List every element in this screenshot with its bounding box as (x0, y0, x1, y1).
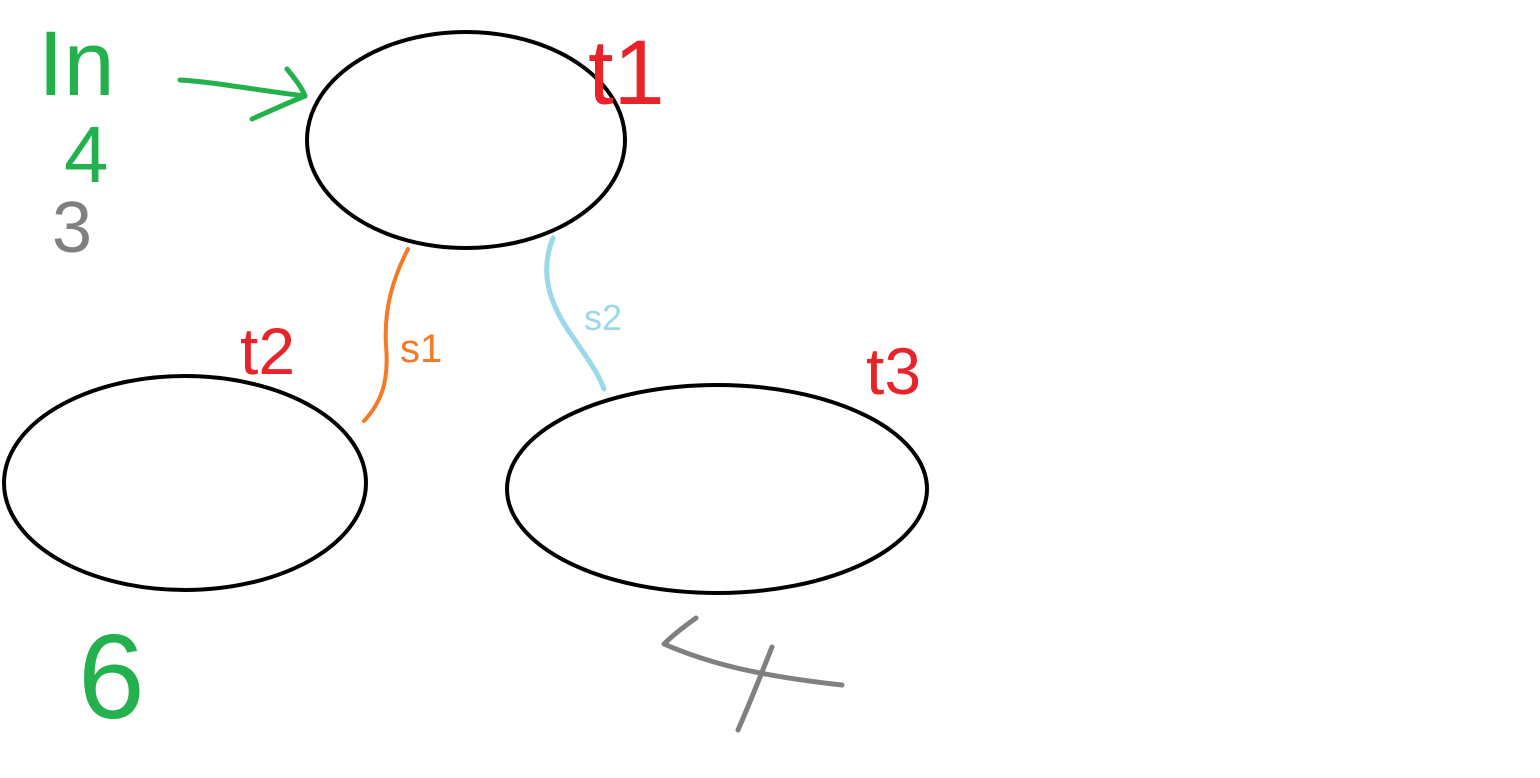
edge-s2-label: s2 (584, 297, 622, 338)
edge-s2 (544, 235, 607, 392)
node-t3-label: t3 (866, 334, 921, 408)
t3-value-4 (661, 615, 845, 733)
input-label: In (38, 13, 115, 115)
node-t2-label: t2 (240, 314, 295, 388)
node-t1-ellipse (305, 30, 627, 250)
t1-value-3: 3 (52, 188, 92, 268)
edge-s1 (362, 247, 410, 423)
t1-value-4: 4 (64, 110, 109, 199)
node-t1-label: t1 (588, 22, 665, 124)
edge-s1-label: s1 (400, 327, 442, 371)
t2-value-6: 6 (78, 610, 145, 744)
input-arrow (177, 66, 308, 122)
node-t2-ellipse (2, 374, 368, 592)
node-t3-ellipse (505, 383, 929, 595)
